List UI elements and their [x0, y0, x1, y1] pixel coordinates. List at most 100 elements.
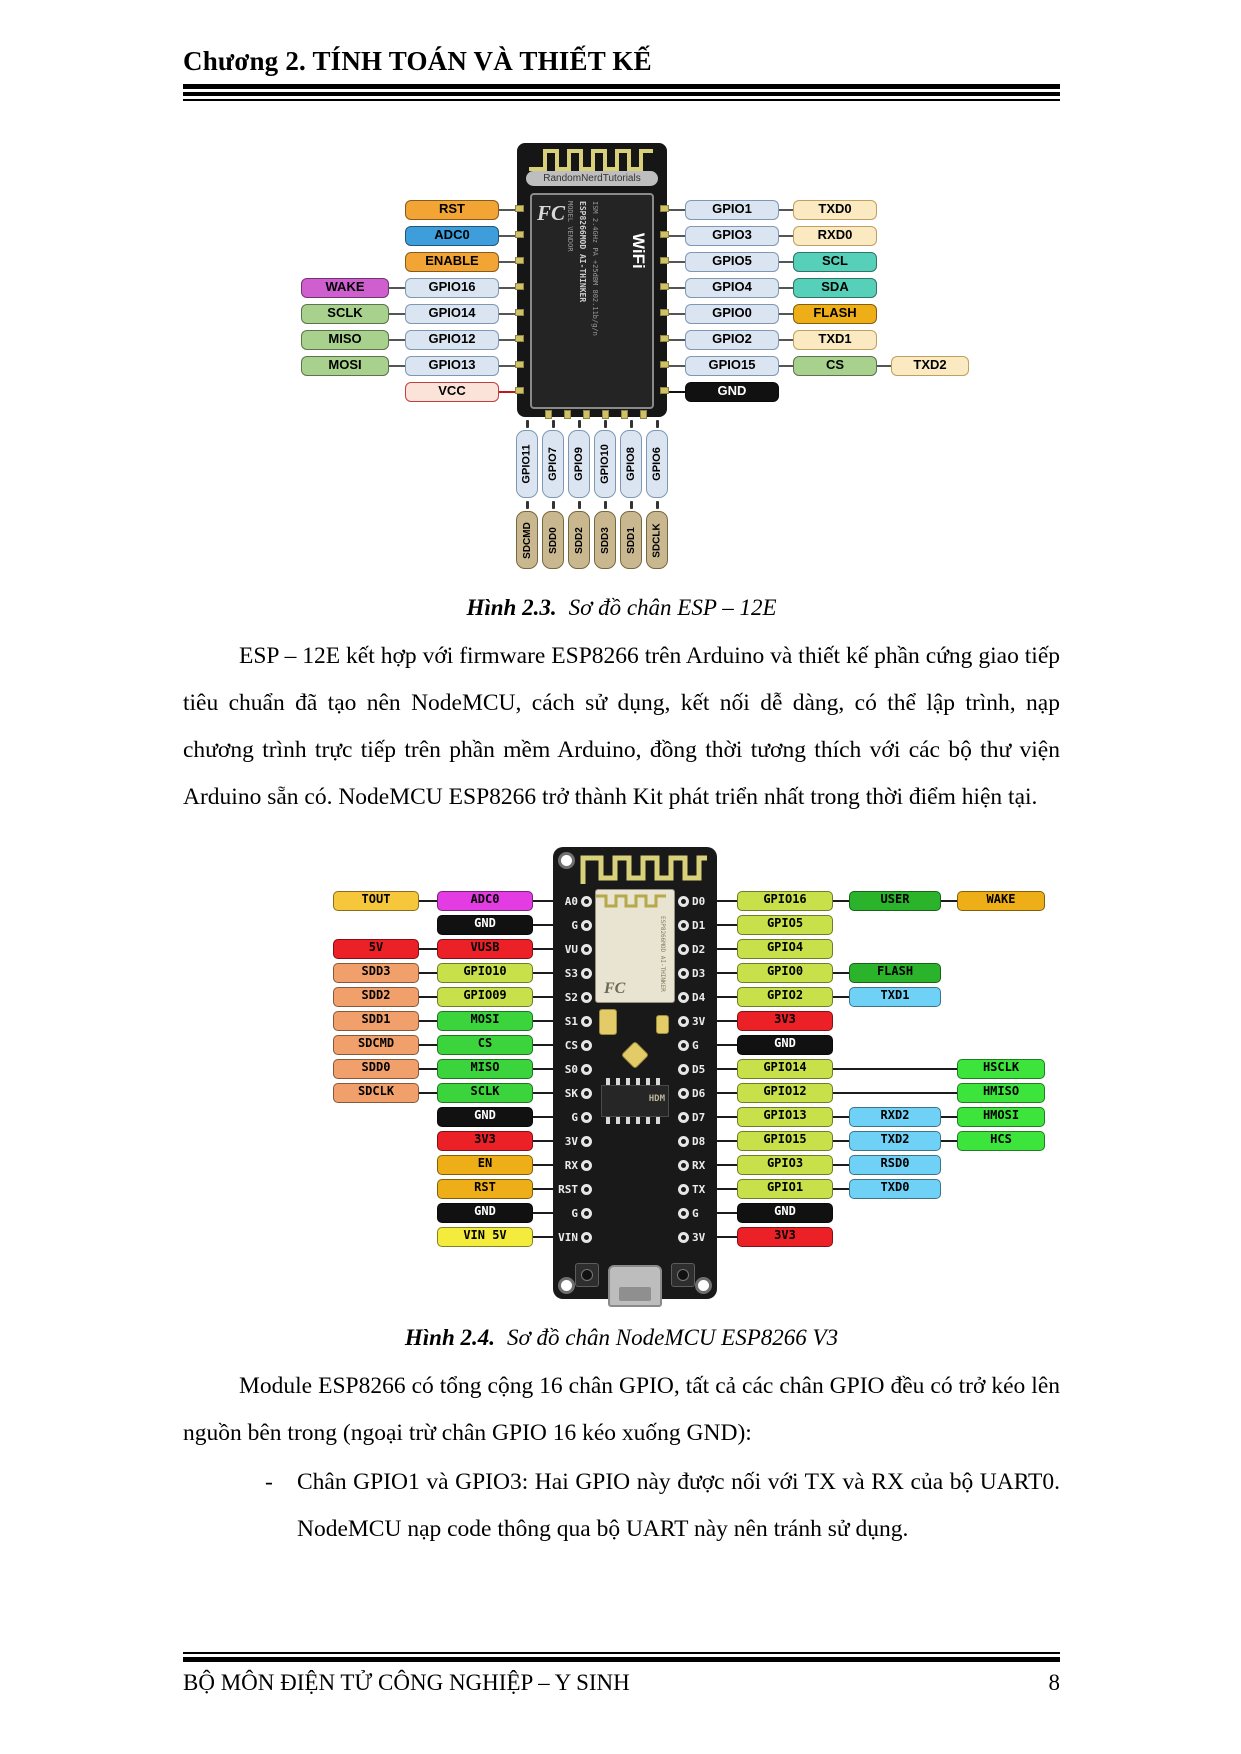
antenna-area: [553, 847, 717, 889]
board-bottom-area: [553, 1249, 717, 1307]
pin-hole: [581, 1159, 592, 1171]
pin-slot: GPIO0: [737, 963, 833, 983]
figure1-caption: Hình 2.3.Sơ đồ chân ESP – 12E: [183, 595, 1060, 621]
pin-hole: [678, 1087, 689, 1099]
pin-label-rxd0: RXD0: [793, 226, 877, 246]
bullet-item-gpio1-gpio3: - Chân GPIO1 và GPIO3: Hai GPIO này được…: [183, 1459, 1060, 1553]
board-pin-g: G: [553, 913, 593, 937]
board-pin-name: D2: [692, 942, 706, 956]
connector-line: [667, 209, 685, 211]
pin-label-mosi: MOSI: [437, 1011, 533, 1031]
pin-label-gnd: GND: [437, 1203, 533, 1223]
pin-label-text: SDD1: [625, 526, 637, 554]
connector-line: [533, 948, 553, 950]
connector-line: [667, 287, 685, 289]
pin-slot: CS: [437, 1035, 533, 1055]
pin-label-gnd: GND: [437, 1107, 533, 1127]
pin-slot: MOSI: [437, 1011, 533, 1031]
connector-line: [389, 313, 405, 315]
connector-line: [667, 313, 685, 315]
pin-slot: MISO: [301, 330, 389, 350]
spacer: [833, 1237, 1045, 1238]
connector-line: [419, 1044, 437, 1046]
pin-slot: GPIO13: [737, 1107, 833, 1127]
pin-hole: [581, 943, 592, 955]
spacer: [941, 1189, 1045, 1190]
board-pin-name: D3: [692, 966, 706, 980]
pin-slot: GPIO2: [685, 330, 779, 350]
micro-usb-port: [608, 1265, 662, 1307]
pin-hole: [678, 1063, 689, 1075]
spacer: [833, 1213, 1045, 1214]
pin-row: 3V3: [333, 1129, 553, 1153]
connector-line: [667, 235, 685, 237]
pin-label-sdd1: SDD1: [333, 1011, 419, 1031]
pin-slot: VCC: [405, 382, 499, 402]
board-pin-name: 3V: [692, 1230, 706, 1244]
pin-slot: WAKE: [301, 278, 389, 298]
board-pin-d0: D0: [677, 889, 717, 913]
pin-label-adc0: ADC0: [405, 226, 499, 246]
board-pin-d4: D4: [677, 985, 717, 1009]
board-pin-name: D1: [692, 918, 706, 932]
pin-label-gpio5: GPIO5: [737, 915, 833, 935]
pin-slot: SDD0: [333, 1059, 419, 1079]
spacer: [877, 210, 969, 211]
connector-line: [833, 1116, 849, 1118]
spacer: [333, 1237, 437, 1238]
connector-line: [833, 972, 849, 974]
board-pin-name: S3: [564, 966, 578, 980]
connector-line: [499, 339, 517, 341]
pin-label-txd1: TXD1: [849, 987, 941, 1007]
spacer: [301, 262, 405, 263]
connector-line: [533, 1092, 553, 1094]
board-pin-name: G: [571, 918, 578, 932]
pin-hole: [678, 1231, 689, 1243]
pin-hole: [678, 991, 689, 1003]
board-pin-3v: 3V: [677, 1009, 717, 1033]
pin-hole: [581, 967, 592, 979]
pin-slot: GND: [437, 915, 533, 935]
pin-slot: SCLK: [437, 1083, 533, 1103]
pin-row: ADC0: [301, 223, 517, 249]
page-footer: BỘ MÔN ĐIỆN TỬ CÔNG NGHIỆP – Y SINH 8: [183, 1652, 1060, 1696]
pin-label-sclk: SCLK: [437, 1083, 533, 1103]
connector-line: [533, 1140, 553, 1142]
board-pin-d2: D2: [677, 937, 717, 961]
pin-hole: [678, 943, 689, 955]
solder-pad: [660, 387, 669, 394]
bullet-text: Chân GPIO1 và GPIO3: Hai GPIO này được n…: [297, 1469, 1060, 1542]
board-pin-g: G: [677, 1033, 717, 1057]
pin-slot: SDA: [793, 278, 877, 298]
pin-label-sdclk: SDCLK: [646, 511, 668, 569]
pin-label-gpio15: GPIO15: [737, 1131, 833, 1151]
spacer: [833, 925, 1045, 926]
pin-label-gpio8: GPIO8: [620, 430, 642, 498]
pin-hole: [581, 1063, 592, 1075]
pin-label-gpio5: GPIO5: [685, 252, 779, 272]
pin-slot: VUSB: [437, 939, 533, 959]
pin-row: VCC: [301, 379, 517, 405]
board-pin-name: TX: [692, 1182, 706, 1196]
connector-line: [533, 924, 553, 926]
board-pin-g: G: [553, 1201, 593, 1225]
board-pin-rx: RX: [677, 1153, 717, 1177]
board-pin-name: D5: [692, 1062, 706, 1076]
pin-slot: GPIO3: [737, 1155, 833, 1175]
pin-label-rst: RST: [437, 1179, 533, 1199]
pin-label-3v3: 3V3: [737, 1227, 833, 1247]
pin-label-rst: RST: [405, 200, 499, 220]
pin-slot: EN: [437, 1155, 533, 1175]
pin-slot: SDD2: [333, 987, 419, 1007]
board-pin-d1: D1: [677, 913, 717, 937]
connector-line: [419, 1068, 437, 1070]
pin-label-gpio12: GPIO12: [737, 1083, 833, 1103]
pin-label-gpio15: GPIO15: [685, 356, 779, 376]
pin-slot: HSCLK: [957, 1059, 1045, 1079]
connector-line: [833, 1092, 957, 1094]
